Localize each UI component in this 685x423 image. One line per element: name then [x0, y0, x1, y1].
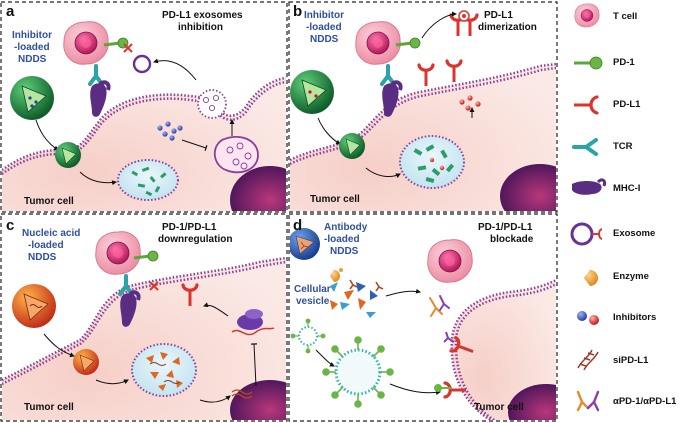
panel-d-vesicle-line1: Cellular	[294, 284, 331, 295]
panel-a-ndds-line3: NDDS	[18, 54, 47, 65]
panel-b-title-line1: PD-L1	[484, 10, 513, 21]
panel-b-frame	[288, 1, 558, 213]
legend-label-pdl1: PD-L1	[613, 99, 641, 110]
panel-d-ndds-line2: -loaded	[324, 234, 360, 245]
cellular-vesicle-large	[322, 336, 394, 408]
legend-label-exosome: Exosome	[613, 228, 656, 239]
panel-c-title-line2: downregulation	[158, 234, 233, 245]
panel-a	[2, 21, 286, 211]
panel-a-ndds-line1: Inhibitor	[12, 30, 52, 41]
endosome-a	[117, 159, 179, 201]
pdl1-dimer	[449, 10, 479, 38]
sirna-c	[231, 389, 253, 399]
legend-label-antibody: αPD-1/αPD-L1	[613, 396, 677, 407]
ribosome-c	[231, 309, 275, 336]
panel-c-ndds-line1: Nucleic acid	[22, 228, 81, 239]
t-cell-c	[95, 231, 141, 275]
panel-a-letter: a	[6, 3, 15, 20]
panel-a-tumor-label: Tumor cell	[24, 196, 74, 207]
panel-d-frame	[288, 213, 558, 422]
panel-a-ndds-line2: -loaded	[14, 42, 50, 53]
legend	[570, 3, 606, 412]
panel-b-ndds-line2: -loaded	[306, 22, 342, 33]
pdl1-icon	[574, 95, 599, 115]
tcr-icon	[572, 138, 598, 156]
ndds-orange-c	[12, 284, 56, 328]
nucleus-a	[230, 166, 286, 211]
legend-label-mhc: MHC-I	[613, 183, 641, 194]
ndds-green-b	[290, 70, 334, 114]
legend-label-inhibitors: Inhibitors	[613, 312, 657, 323]
ndds-green-a	[10, 76, 54, 120]
legend-label-sipdl1: siPD-L1	[613, 355, 649, 366]
panel-b-ndds-line1: Inhibitor	[304, 10, 344, 21]
panel-c-title-line1: PD-1/PD-L1	[162, 222, 217, 233]
panel-d-vesicle-line2: vesicle	[296, 296, 330, 307]
panel-d-tumor-label: Tumor cell	[474, 402, 524, 413]
panel-d-ndds-line1: Antibody	[324, 222, 368, 233]
mvb-a	[213, 135, 259, 174]
panel-d-letter: d	[293, 217, 303, 234]
t-cell-d	[427, 239, 473, 283]
legend-label-tcr: TCR	[613, 141, 633, 152]
panel-c-frame	[0, 213, 288, 422]
panel-c-ndds-line2: -loaded	[28, 240, 64, 251]
panel-b-title-line2: dimerization	[478, 22, 537, 33]
cellular-vesicle-small	[298, 326, 318, 346]
panel-d-ndds-line3: NDDS	[330, 246, 359, 257]
panel-b	[290, 10, 556, 211]
panel-c-tumor-label: Tumor cell	[24, 402, 74, 413]
t-cell-icon	[574, 3, 600, 28]
panel-a-title-line1: PD-L1 exosomes	[162, 10, 243, 21]
panel-a-title-line2: inhibition	[178, 22, 223, 33]
panel-b-letter: b	[293, 3, 303, 20]
sipdl1-icon	[577, 349, 599, 371]
panel-c	[2, 231, 286, 420]
antibody-icon	[576, 390, 600, 412]
panel-d	[290, 228, 556, 420]
panel-c-ndds-line3: NDDS	[28, 252, 57, 263]
inhibitors-icon	[577, 311, 599, 325]
panel-b-tumor-label: Tumor cell	[310, 194, 360, 205]
enzyme-d	[330, 268, 343, 282]
mhc-icon	[572, 178, 606, 195]
antibody-cluster	[330, 279, 384, 318]
tumor-cell-c	[2, 258, 286, 420]
tumor-cell-d	[451, 280, 556, 420]
ndds-blue-d	[290, 228, 320, 260]
legend-label-t-cell: T cell	[613, 11, 638, 22]
enzyme-icon	[584, 270, 598, 286]
exosome-icon	[570, 222, 603, 246]
panel-c-letter: c	[6, 217, 15, 234]
t-cell-b	[355, 21, 401, 65]
panel-a-frame	[0, 1, 288, 213]
panel-b-ndds-line3: NDDS	[310, 34, 339, 45]
legend-label-enzyme: Enzyme	[613, 271, 649, 282]
panel-d-title-line2: blockade	[490, 234, 534, 245]
t-cell-a	[63, 21, 109, 65]
pd1-icon	[574, 56, 603, 70]
panel-d-title-line1: PD-1/PD-L1	[478, 222, 533, 233]
legend-label-pd1: PD-1	[613, 57, 635, 68]
